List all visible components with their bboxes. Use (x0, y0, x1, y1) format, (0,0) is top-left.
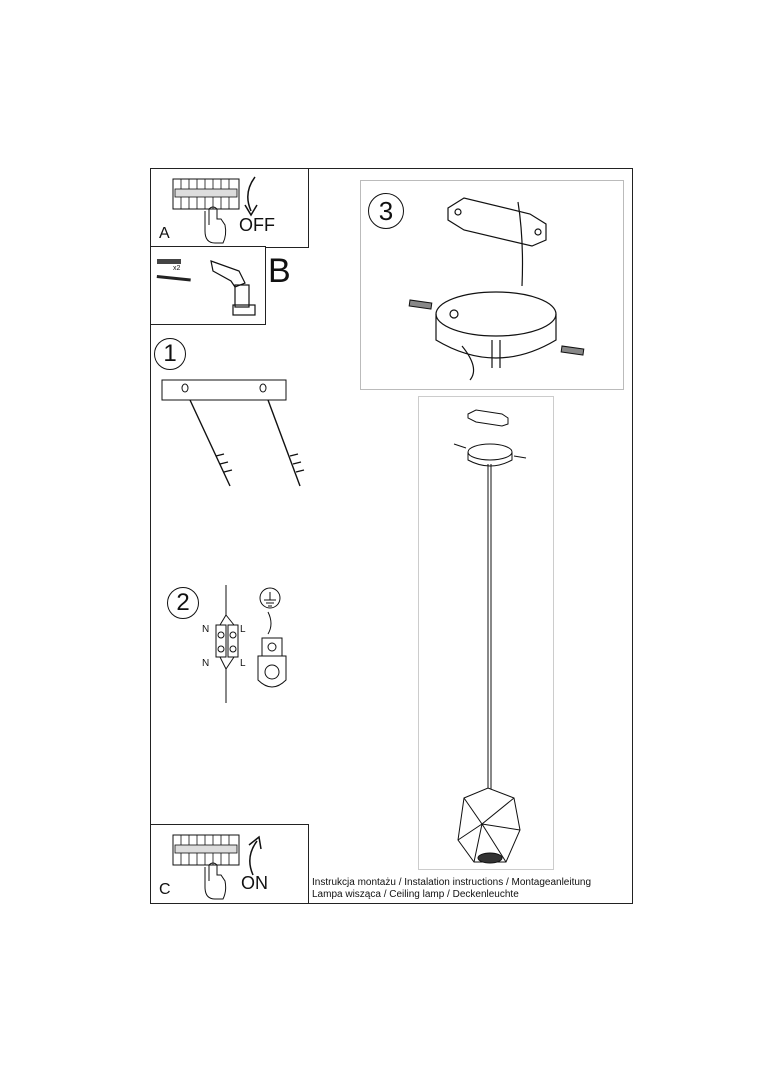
breaker-box-icon-c (172, 834, 240, 866)
caption-line-1: Instrukcja montażu / Instalation instruc… (312, 877, 592, 888)
anchor-quantity-label: x2 (173, 265, 181, 272)
step-2-number: 2 (176, 589, 190, 616)
neutral-label-top: N (202, 624, 210, 635)
panel-c-on-label: ON (241, 873, 268, 893)
step-1-badge: 1 (154, 338, 186, 370)
arrow-up-icon (248, 835, 262, 876)
hand-switch-icon (204, 206, 227, 244)
terminal-block-drawing (215, 585, 239, 703)
caption-line-2: Lampa wisząca / Ceiling lamp / Deckenleu… (312, 889, 519, 900)
step-3-number: 3 (378, 195, 394, 226)
instruction-sheet-frame (150, 168, 633, 904)
neutral-label-bottom: N (202, 658, 210, 669)
hand-switch-icon-c (204, 862, 227, 900)
step-1-number: 1 (163, 340, 177, 367)
panel-a-off-label: OFF (239, 215, 275, 235)
panel-c: ON C (150, 824, 309, 904)
pendant-lamp-drawing (453, 409, 527, 864)
panel-a: OFF A (150, 168, 309, 248)
panel-a-letter: A (159, 225, 170, 242)
step-3-badge: 3 (368, 193, 404, 229)
panel-b-letter: B (268, 252, 291, 290)
step-2-badge: 2 (167, 587, 199, 619)
panel-c-letter: C (159, 881, 171, 898)
panel-b: x2 (150, 246, 266, 325)
arrow-down-icon (244, 176, 258, 217)
live-label-bottom: L (240, 658, 246, 669)
mounting-bracket-drawing (161, 379, 305, 487)
ceiling-canopy-drawing (408, 197, 585, 381)
drill-icon (210, 260, 256, 316)
wall-anchor-screw-icon (156, 259, 191, 282)
ground-terminal-drawing (257, 587, 287, 688)
live-label-top: L (240, 624, 246, 635)
breaker-box-icon (172, 178, 240, 210)
